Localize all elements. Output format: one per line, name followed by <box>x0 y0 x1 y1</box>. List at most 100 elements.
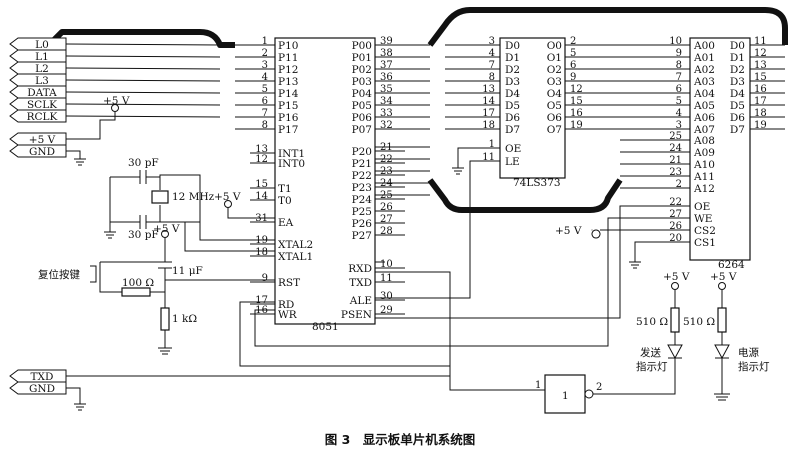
connector-top-pin-label: L2 <box>35 63 49 75</box>
latch-name: 74LS373 <box>513 177 561 189</box>
mcu-pin-num: 37 <box>380 60 393 71</box>
mcu-pin-name: P02 <box>352 64 372 76</box>
mcu-pin-num: 38 <box>380 48 393 59</box>
latch-pin-name: O2 <box>547 64 562 76</box>
led-send-label-2: 指示灯 <box>636 360 668 373</box>
mcu-pin-name: P04 <box>352 88 373 100</box>
mcu-pin-name: WR <box>278 309 298 321</box>
vcc-label-reset: +5 V <box>153 223 180 235</box>
mcu-pin-name: P21 <box>352 158 372 170</box>
mcu-pin-num: 29 <box>380 305 393 316</box>
ram-pin-name: A01 <box>693 52 715 64</box>
connector-top-pin <box>9 144 67 158</box>
mcu-pin-num: 36 <box>380 72 393 83</box>
ram-pin-num: 25 <box>669 131 682 142</box>
mcu-pin-num: 14 <box>255 191 268 202</box>
mcu-pin-num: 2 <box>262 48 268 59</box>
mcu-pin-num: 34 <box>380 96 393 107</box>
ram-pin-name: CS2 <box>694 225 716 237</box>
ram-pin-num: 18 <box>754 108 767 119</box>
mcu-pin-num: 27 <box>380 214 393 225</box>
mcu-pin-num: 39 <box>380 36 393 47</box>
ram-pin-num: 11 <box>754 36 767 47</box>
mcu-pin-name: P13 <box>278 76 298 88</box>
latch-pin-name: D1 <box>505 52 520 64</box>
latch-pin-num: 8 <box>489 72 495 83</box>
mcu-pin-num: 4 <box>262 72 268 83</box>
ram-pin-name: A00 <box>693 40 715 52</box>
mcu-pin-num: 3 <box>262 60 268 71</box>
latch-pin-name: D3 <box>505 76 520 88</box>
mcu-left-pins: P101P112P123P134P145P156P167P178INT113IN… <box>250 36 313 321</box>
ram-pin-num: 16 <box>754 84 767 95</box>
ram-pin-name: D2 <box>730 64 745 76</box>
mcu-pin-num: 12 <box>255 154 268 165</box>
latch-pin-num: 9 <box>570 72 576 83</box>
latch-pin-name: D4 <box>505 88 520 100</box>
latch-pin-name: D5 <box>505 100 520 112</box>
latch-pin-name: D0 <box>505 40 520 52</box>
led-send-label-1: 发送 <box>640 346 661 359</box>
latch-pin-num: 1 <box>489 139 495 150</box>
mcu-pin-num: 15 <box>255 179 268 190</box>
latch-pin-name: O4 <box>547 88 563 100</box>
connector-top-pin-label: L3 <box>35 75 49 87</box>
connector-top-pin-label: L1 <box>35 51 49 63</box>
r1k-label: 1 kΩ <box>172 313 197 325</box>
latch-pin-num: 13 <box>482 84 495 95</box>
ram-pin-name: A12 <box>693 183 715 195</box>
mcu-pin-num: 9 <box>262 273 268 284</box>
mcu-pin-name: P25 <box>352 206 372 218</box>
vcc-label-ea: +5 V <box>214 191 241 203</box>
latch-pin-name: O5 <box>547 100 562 112</box>
mcu-pin-name: P00 <box>352 40 372 52</box>
ram-pin-num: 22 <box>669 197 682 208</box>
connector-top-pin-label: +5 V <box>29 134 56 146</box>
ram-pin-num: 24 <box>669 143 682 154</box>
mcu-pin-name: P05 <box>352 100 372 112</box>
r510b-label: 510 Ω <box>683 316 715 328</box>
latch-pin-name: O0 <box>547 40 562 52</box>
mcu-pin-name: EA <box>278 217 294 229</box>
ram-pin-name: D6 <box>730 112 745 124</box>
mcu-pin-num: 6 <box>262 96 268 107</box>
ram-pin-num: 3 <box>676 120 682 131</box>
connector-top-pin-label: DATA <box>27 87 57 99</box>
latch-pin-num: 5 <box>570 48 576 59</box>
mcu-pin-num: 30 <box>380 291 393 302</box>
latch-pin-num: 18 <box>482 120 495 131</box>
latch-pin-num: 15 <box>570 96 583 107</box>
mcu-pin-name: P23 <box>352 182 372 194</box>
mcu-pin-name: ALE <box>349 295 372 307</box>
mcu-pin-num: 11 <box>380 273 393 284</box>
latch-pin-name: LE <box>505 156 520 168</box>
mcu-pin-num: 8 <box>262 120 268 131</box>
led-power-label-2: 指示灯 <box>738 360 770 373</box>
connector-bottom-pin-label: GND <box>29 383 55 395</box>
bus-port2-addr <box>427 178 623 213</box>
chip-6264 <box>689 37 751 261</box>
mcu-pin-name: P01 <box>352 52 372 64</box>
reset-cap-label: 11 μF <box>172 265 203 277</box>
mcu-pin-num: 18 <box>255 247 268 258</box>
mcu-pin-num: 1 <box>262 36 268 47</box>
reset-button-label: 复位按键 <box>38 268 80 281</box>
latch-pin-num: 14 <box>482 96 495 107</box>
ram-pin-name: A02 <box>693 64 715 76</box>
connector-top-pin-label: SCLK <box>27 99 57 111</box>
connector-bottom-pin-label: TXD <box>31 371 54 383</box>
mcu-pin-name: P24 <box>352 194 373 206</box>
ram-pin-num: 23 <box>669 167 682 178</box>
ram-pin-name: A05 <box>693 100 715 112</box>
mcu-pin-name: RXD <box>348 263 372 275</box>
bus-port0-data <box>427 7 788 47</box>
ram-pin-num: 17 <box>754 96 767 107</box>
connector-bottom-pin <box>9 381 67 395</box>
connector-top-pin <box>9 132 67 146</box>
mcu-pin-num: 26 <box>380 202 393 213</box>
latch-pin-num: 4 <box>489 48 495 59</box>
